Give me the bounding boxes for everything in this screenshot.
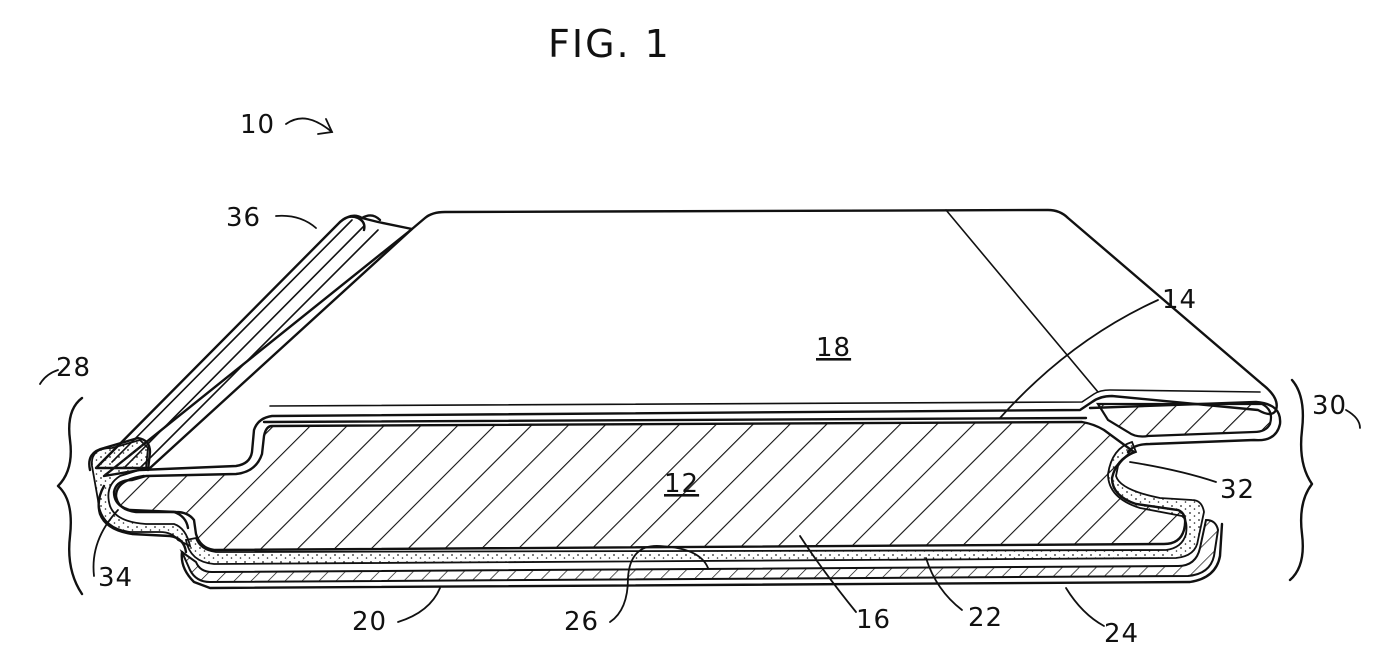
label-34: 34 <box>98 563 133 593</box>
leader-30 <box>1345 409 1361 429</box>
bracket-30 <box>1288 378 1314 582</box>
backing-layer <box>179 518 1224 590</box>
leader-34 <box>92 509 119 577</box>
label-28: 28 <box>56 353 91 383</box>
right-tongue <box>1088 400 1282 454</box>
leader-14 <box>999 299 1159 419</box>
label-10: 10 <box>240 110 275 140</box>
leader-16 <box>799 535 857 613</box>
leader-22 <box>925 557 963 611</box>
ribs <box>94 214 414 471</box>
label-18: 18 <box>816 333 851 363</box>
label-32: 32 <box>1220 475 1255 505</box>
arrow-10-head <box>317 118 334 135</box>
leader-24 <box>1065 587 1105 627</box>
label-30: 30 <box>1312 391 1347 421</box>
label-14: 14 <box>1162 285 1197 315</box>
leader-26 <box>609 545 709 623</box>
core-body <box>112 416 1187 552</box>
label-12: 12 <box>664 469 699 499</box>
bracket-28 <box>56 396 84 596</box>
label-24: 24 <box>1104 619 1139 649</box>
leader-28 <box>39 369 59 385</box>
leader-20 <box>397 587 441 623</box>
leader-36 <box>275 214 317 229</box>
leader-32 <box>1129 461 1217 483</box>
arrow-10 <box>285 117 333 133</box>
label-26: 26 <box>564 607 599 637</box>
label-22: 22 <box>968 603 1003 633</box>
label-36: 36 <box>226 203 261 233</box>
figure-title: FIG. 1 <box>548 22 671 66</box>
label-16: 16 <box>856 605 891 635</box>
label-20: 20 <box>352 607 387 637</box>
left-edge-outline <box>88 436 190 554</box>
